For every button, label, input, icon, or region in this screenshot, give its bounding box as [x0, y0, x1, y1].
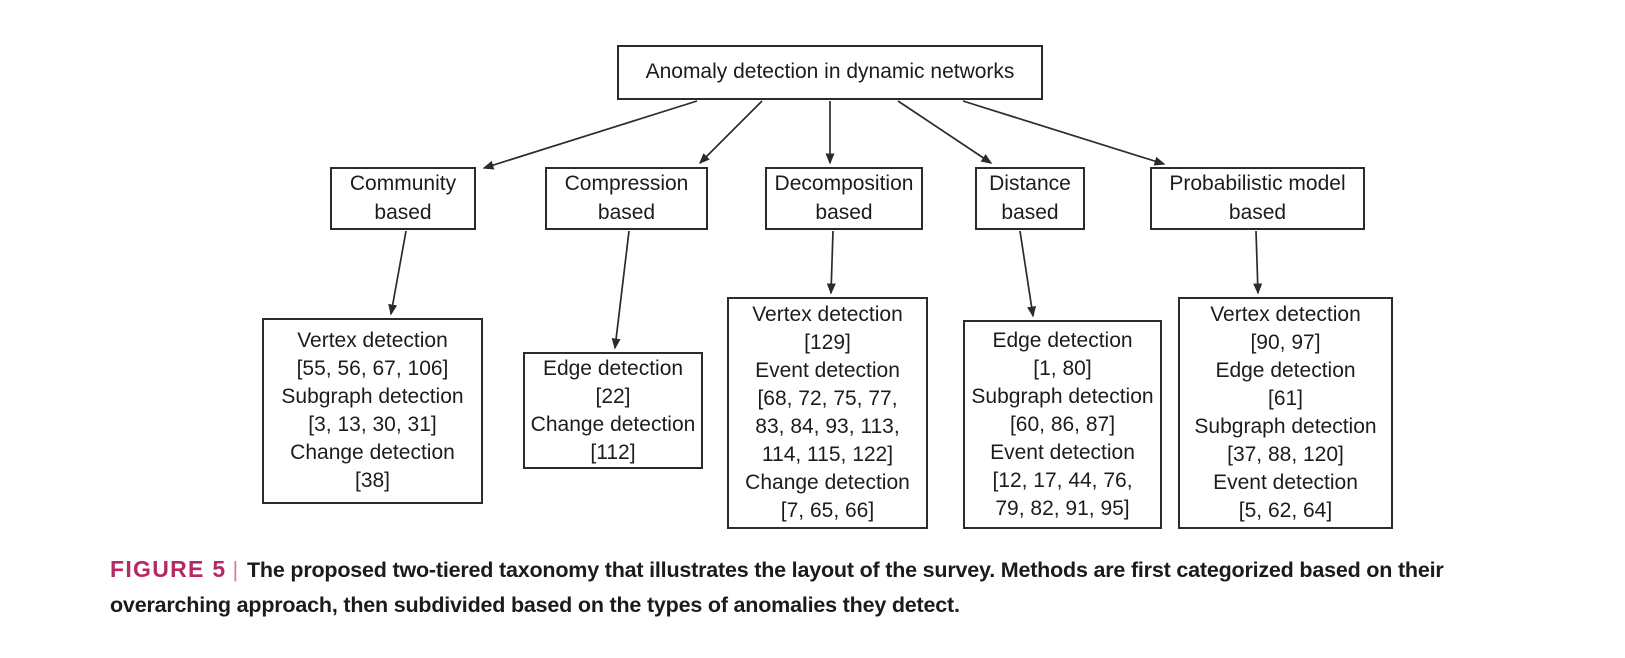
figure-caption: FIGURE 5|The proposed two-tiered taxonom…: [110, 551, 1552, 623]
leaf-line: [90, 97]: [1250, 331, 1321, 354]
leaf-line: [5, 62, 64]: [1238, 499, 1333, 522]
leaf-line: 114, 115, 122]: [761, 443, 894, 466]
leaf-line: 79, 82, 91, 95]: [995, 496, 1130, 520]
leaf-line: Edge detection: [1215, 359, 1356, 382]
leaf-line: Change detection: [530, 412, 696, 436]
node-community-based: Community based: [330, 167, 476, 230]
leaf-probabilistic-detections: Vertex detection [90, 97] Edge detection…: [1178, 297, 1393, 529]
leaf-decomposition-detections: Vertex detection [129] Event detection […: [727, 297, 928, 529]
leaf-line: Edge detection: [992, 328, 1133, 352]
leaf-line: Vertex detection: [1210, 303, 1361, 326]
caption-separator: |: [232, 557, 238, 582]
leaf-line: [12, 17, 44, 76,: [992, 468, 1133, 492]
node-distance-based: Distance based: [975, 167, 1085, 230]
leaf-line: [7, 65, 66]: [780, 499, 875, 522]
leaf-line: [22]: [595, 384, 631, 408]
node-community-based-label: Community based: [349, 172, 457, 224]
leaf-line: Change detection: [745, 471, 910, 494]
leaf-line: [38]: [354, 469, 391, 492]
leaf-compression-detections: Edge detection [22] Change detection [11…: [523, 352, 703, 469]
leaf-line: Vertex detection: [297, 329, 448, 352]
leaf-line: [60, 86, 87]: [1009, 412, 1116, 436]
leaf-line: [3, 13, 30, 31]: [308, 413, 437, 436]
node-decomposition-based-label: Decomposition based: [774, 172, 914, 224]
leaf-line: Event detection: [990, 440, 1135, 464]
node-distance-based-label: Distance based: [989, 172, 1071, 224]
leaf-line: [68, 72, 75, 77,: [757, 387, 898, 410]
leaf-line: Change detection: [290, 441, 455, 464]
leaf-community-detections: Vertex detection [55, 56, 67, 106] Subgr…: [262, 318, 483, 504]
leaf-line: [1, 80]: [1033, 356, 1092, 380]
figure-number-label: FIGURE 5: [110, 556, 227, 582]
leaf-line: [61]: [1267, 387, 1304, 410]
leaf-line: Event detection: [1213, 471, 1358, 494]
leaf-line: Subgraph detection: [971, 384, 1154, 408]
node-decomposition-based: Decomposition based: [765, 167, 923, 230]
node-probabilistic-model-based-label: Probabilistic model based: [1169, 172, 1346, 224]
leaf-line: [37, 88, 120]: [1227, 443, 1344, 466]
leaf-line: [112]: [590, 440, 636, 464]
leaf-line: Event detection: [755, 359, 900, 382]
leaf-line: [129]: [804, 331, 851, 354]
node-root: Anomaly detection in dynamic networks: [617, 45, 1043, 100]
leaf-line: 83, 84, 93, 113,: [755, 415, 900, 438]
node-root-label: Anomaly detection in dynamic networks: [645, 60, 1015, 84]
node-compression-based-label: Compression based: [564, 172, 689, 224]
leaf-line: Edge detection: [542, 356, 684, 380]
leaf-line: Subgraph detection: [1194, 415, 1377, 438]
leaf-distance-detections: Edge detection [1, 80] Subgraph detectio…: [963, 320, 1162, 529]
caption-text: The proposed two-tiered taxonomy that il…: [110, 558, 1444, 618]
leaf-line: Subgraph detection: [281, 385, 464, 408]
leaf-line: [55, 56, 67, 106]: [296, 357, 449, 380]
node-compression-based: Compression based: [545, 167, 708, 230]
node-probabilistic-model-based: Probabilistic model based: [1150, 167, 1365, 230]
leaf-line: Vertex detection: [752, 303, 903, 326]
